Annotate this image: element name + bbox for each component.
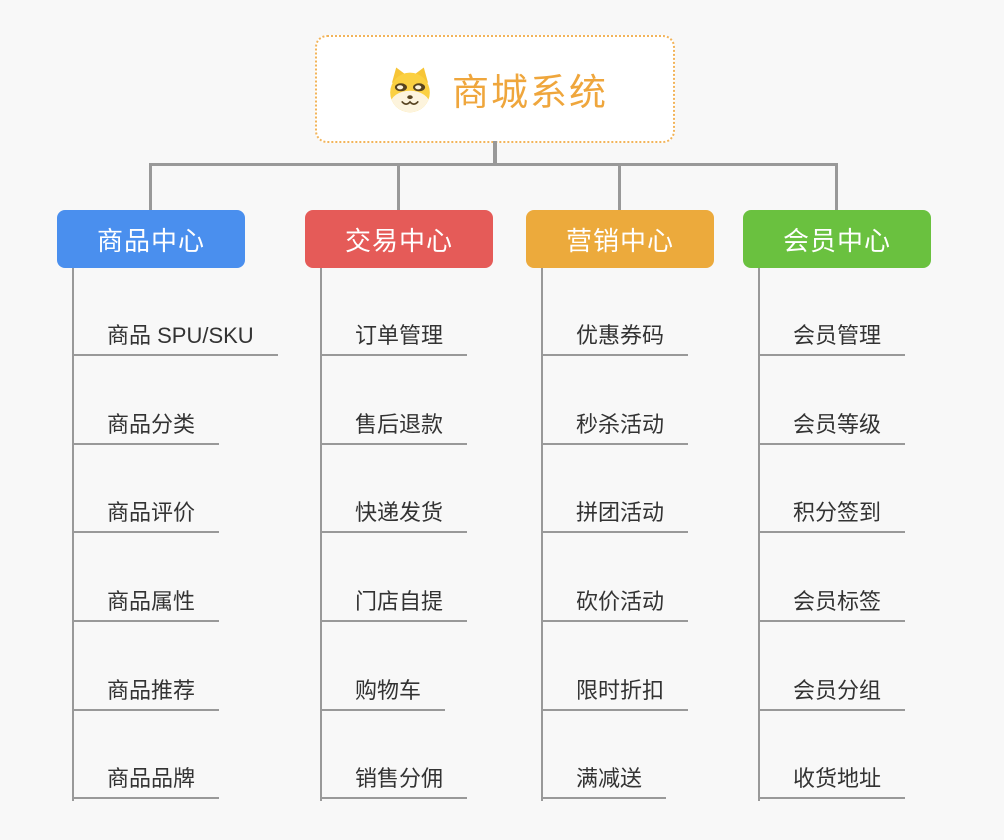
shiba-dog-icon	[390, 67, 430, 113]
child-node[interactable]: 商品属性	[72, 588, 220, 622]
child-node[interactable]: 秒杀活动	[541, 411, 689, 445]
child-node[interactable]: 销售分佣	[320, 765, 468, 799]
branch-rail-connector	[150, 163, 838, 166]
child-node[interactable]: 砍价活动	[541, 588, 689, 622]
child-node[interactable]: 门店自提	[320, 588, 468, 622]
branch-drop-connector	[618, 163, 621, 210]
child-node[interactable]: 商品推荐	[72, 677, 220, 711]
branch-column-3: 会员中心 会员管理会员等级积分签到会员标签会员分组收货地址	[743, 163, 993, 810]
branch-drop-connector	[149, 163, 152, 210]
child-node[interactable]: 积分签到	[758, 499, 906, 533]
branch-drop-connector	[397, 163, 400, 210]
child-node[interactable]: 商品评价	[72, 499, 220, 533]
branch-header[interactable]: 会员中心	[743, 210, 931, 268]
branch-drop-connector	[835, 163, 838, 210]
child-node[interactable]: 限时折扣	[541, 677, 689, 711]
child-node[interactable]: 会员管理	[758, 322, 906, 356]
child-node[interactable]: 会员等级	[758, 411, 906, 445]
child-node[interactable]: 拼团活动	[541, 499, 689, 533]
child-node[interactable]: 商品品牌	[72, 765, 220, 799]
branch-header[interactable]: 交易中心	[305, 210, 493, 268]
child-node[interactable]: 商品 SPU/SKU	[72, 322, 278, 356]
branch-column-1: 交易中心 订单管理售后退款快递发货门店自提购物车销售分佣	[305, 163, 555, 810]
child-node[interactable]: 满减送	[541, 765, 667, 799]
branch-column-0: 商品中心 商品 SPU/SKU 商品分类商品评价商品属性商品推荐商品品牌	[57, 163, 307, 810]
branch-header[interactable]: 营销中心	[526, 210, 714, 268]
root-stem-connector	[493, 141, 497, 166]
branch-spine-connector	[758, 268, 760, 801]
child-node[interactable]: 售后退款	[320, 411, 468, 445]
child-node[interactable]: 订单管理	[320, 322, 468, 356]
child-node[interactable]: 收货地址	[758, 765, 906, 799]
child-node[interactable]: 优惠券码	[541, 322, 689, 356]
root-topic-label: 商城系统	[452, 72, 608, 113]
branch-column-2: 营销中心 优惠券码秒杀活动拼团活动砍价活动限时折扣满减送	[526, 163, 776, 810]
root-topic[interactable]: 商城系统	[315, 35, 675, 143]
branch-spine-connector	[72, 268, 74, 801]
child-node[interactable]: 购物车	[320, 677, 446, 711]
branch-header[interactable]: 商品中心	[57, 210, 245, 268]
child-node[interactable]: 快递发货	[320, 499, 468, 533]
branch-spine-connector	[541, 268, 543, 801]
child-node[interactable]: 会员标签	[758, 588, 906, 622]
child-node[interactable]: 商品分类	[72, 411, 220, 445]
branch-spine-connector	[320, 268, 322, 801]
child-node[interactable]: 会员分组	[758, 677, 906, 711]
